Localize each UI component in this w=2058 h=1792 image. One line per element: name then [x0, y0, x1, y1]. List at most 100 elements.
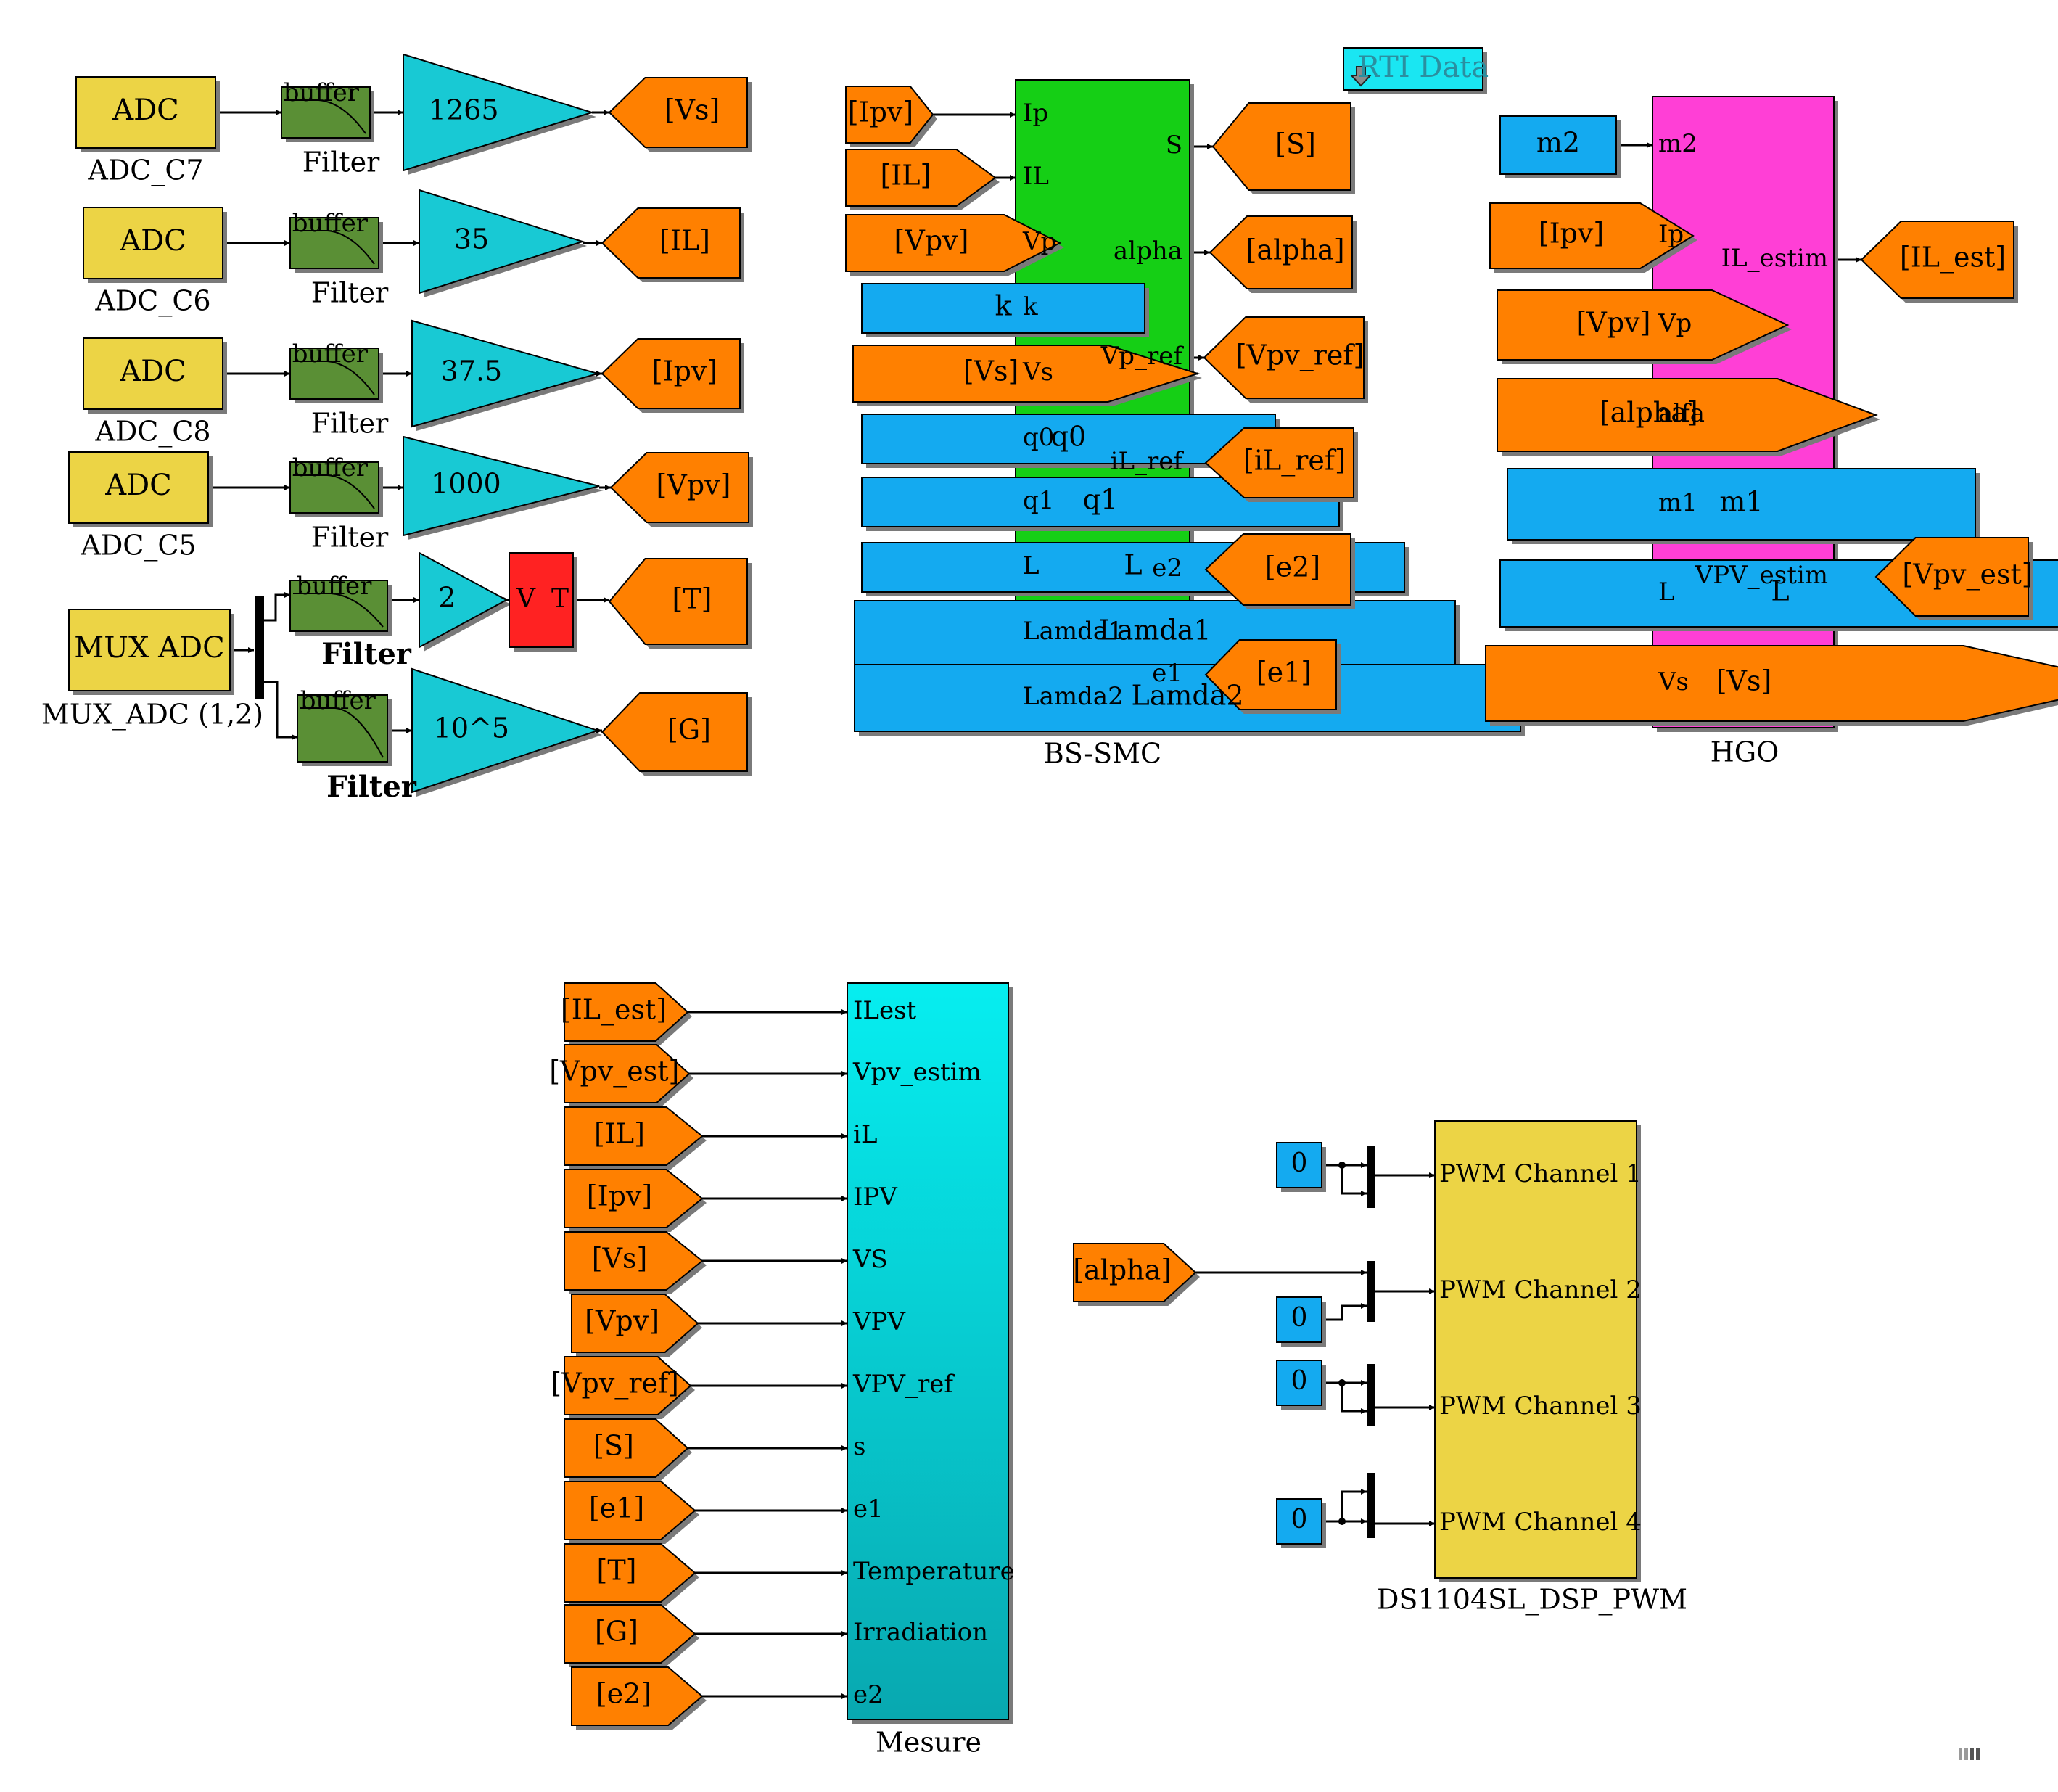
mesure-input-tag-3[interactable] — [564, 1169, 704, 1228]
bs-output-tag-3[interactable] — [1204, 427, 1354, 498]
bs-output-tag-3-label: [iL_ref] — [1243, 445, 1346, 477]
vt-block-v: V — [516, 584, 536, 614]
pwm-const-zero-0[interactable] — [1276, 1142, 1322, 1188]
bs-output-tag-2[interactable] — [1203, 316, 1365, 399]
adc-block-2[interactable] — [83, 337, 223, 410]
goto-tag-t[interactable] — [608, 558, 748, 645]
adc-block-3-label: ADC — [104, 469, 172, 502]
filter-block-t[interactable] — [289, 580, 388, 632]
pwm-channel-label-2: PWM Channel 3 — [1439, 1392, 1642, 1421]
bs-input-tag-1[interactable] — [845, 149, 997, 207]
bs-output-tag-4[interactable] — [1204, 533, 1351, 606]
gain-block-1[interactable] — [419, 189, 585, 295]
hgo-input-tag-6[interactable] — [1485, 645, 2058, 722]
mesure-input-tag-2[interactable] — [564, 1106, 704, 1166]
bs-output-tag-1[interactable] — [1209, 215, 1353, 289]
adc-block-0[interactable] — [75, 76, 216, 149]
mesure-port-in-11: e2 — [853, 1680, 884, 1709]
filter-block-2[interactable] — [289, 348, 379, 400]
adc-block-2-label: ADC — [119, 355, 186, 388]
filter-name-2: Filter — [311, 408, 389, 440]
bs-output-tag-5[interactable] — [1204, 639, 1337, 710]
pwm-const-zero-2[interactable] — [1276, 1360, 1322, 1406]
adc-block-1[interactable] — [83, 207, 223, 279]
pwm-channel-label-3: PWM Channel 4 — [1439, 1508, 1642, 1537]
goto-tag-g-label: [G] — [667, 714, 711, 746]
hgo-input-const-4[interactable] — [1507, 468, 1976, 541]
mux-adc-block[interactable] — [68, 609, 231, 691]
adc-block-3[interactable] — [68, 451, 209, 524]
goto-tag-3[interactable] — [609, 452, 749, 523]
line-demux-filter-t — [264, 592, 290, 622]
goto-tag-t-label: [T] — [672, 583, 712, 615]
gain-block-2[interactable] — [411, 319, 601, 428]
goto-tag-1[interactable] — [601, 207, 741, 279]
bs-smc-name: BS-SMC — [1044, 738, 1161, 770]
filter-block-0[interactable] — [281, 86, 371, 139]
bs-input-tag-4[interactable] — [852, 345, 1201, 403]
rti-data-block[interactable] — [1343, 47, 1483, 91]
mesure-input-tag-8[interactable] — [564, 1481, 696, 1540]
filter-name-1: Filter — [311, 277, 389, 309]
mesure-input-tag-11[interactable] — [571, 1666, 704, 1726]
mesure-input-tag-5[interactable] — [571, 1294, 699, 1353]
hgo-input-tag-2[interactable] — [1497, 289, 1790, 361]
pwm-alpha-tag[interactable] — [1073, 1243, 1197, 1302]
hgo-input-tag-3[interactable] — [1497, 378, 1878, 452]
mesure-input-tag-0[interactable] — [564, 982, 689, 1042]
pwm-const-zero-1[interactable] — [1276, 1296, 1322, 1343]
mesure-input-tag-1[interactable] — [564, 1044, 691, 1103]
filter-block-3[interactable] — [289, 461, 379, 514]
bs-input-const-3[interactable] — [861, 283, 1145, 334]
hgo-output-tag-1-label: [Vpv_est] — [1902, 559, 2032, 591]
bs-output-tag-0[interactable] — [1211, 102, 1351, 191]
bs-input-const-5[interactable] — [861, 414, 1276, 464]
bs-input-const-8[interactable] — [854, 600, 1456, 665]
mux-adc-block-label: MUX ADC — [74, 631, 224, 665]
bs-port-in-9: Lamda2 — [1023, 682, 1124, 711]
hgo-input-tag-1[interactable] — [1489, 202, 1695, 269]
bs-input-tag-0[interactable] — [845, 86, 934, 144]
hgo-input-const-5-label: L — [1771, 575, 1789, 607]
filter-block-g[interactable] — [297, 694, 388, 763]
goto-tag-0[interactable] — [608, 77, 748, 148]
mesure-port-in-8: e1 — [853, 1495, 884, 1524]
gain-block-g[interactable] — [411, 667, 601, 794]
goto-tag-2[interactable] — [601, 338, 741, 409]
adc-name-0: ADC_C7 — [87, 155, 203, 187]
mesure-input-tag-4[interactable] — [564, 1231, 704, 1291]
bs-input-tag-2-label: [Vpv] — [894, 225, 969, 257]
bs-input-const-3-label: k — [995, 290, 1012, 322]
mesure-block[interactable] — [847, 982, 1009, 1720]
gain-block-0[interactable] — [403, 53, 595, 172]
mesure-input-tag-6[interactable] — [564, 1356, 692, 1415]
pwm-block[interactable] — [1434, 1120, 1637, 1579]
filter-name-3: Filter — [311, 522, 389, 554]
goto-tag-1-label: [IL] — [659, 225, 710, 257]
mesure-input-tag-9[interactable] — [564, 1543, 696, 1603]
gain-block-2-label: 37.5 — [441, 355, 503, 387]
pwm-const-zero-3[interactable] — [1276, 1498, 1322, 1545]
pwm-channel-label-0: PWM Channel 1 — [1439, 1159, 1642, 1188]
mesure-input-tag-10[interactable] — [564, 1604, 696, 1664]
hgo-output-tag-0[interactable] — [1860, 221, 2014, 299]
adc-block-0-label: ADC — [112, 94, 179, 127]
vt-block[interactable] — [509, 552, 574, 648]
filter-block-1[interactable] — [289, 217, 379, 269]
line-zero-ch2 — [1322, 1303, 1367, 1321]
mesure-input-tag-1-label: [Vpv_est] — [549, 1056, 679, 1088]
bs-input-tag-0-label: [Ipv] — [848, 96, 913, 128]
hgo-output-tag-1[interactable] — [1874, 537, 2029, 617]
hgo-input-const-0[interactable] — [1499, 115, 1617, 175]
line-zero-ch3-b — [1341, 1383, 1367, 1414]
goto-tag-3-label: [Vpv] — [656, 469, 731, 501]
bs-input-const-9[interactable] — [854, 664, 1521, 732]
mesure-input-tag-5-label: [Vpv] — [585, 1305, 659, 1337]
hgo-output-tag-0-label: [IL_est] — [1900, 242, 2006, 274]
mesure-input-tag-7[interactable] — [564, 1418, 689, 1478]
goto-tag-g[interactable] — [601, 692, 748, 772]
gain-block-3[interactable] — [403, 435, 600, 537]
gain-block-t[interactable] — [419, 551, 509, 649]
hgo-input-tag-3-label: [alpha] — [1600, 397, 1698, 429]
bs-input-tag-2[interactable] — [845, 214, 1062, 272]
